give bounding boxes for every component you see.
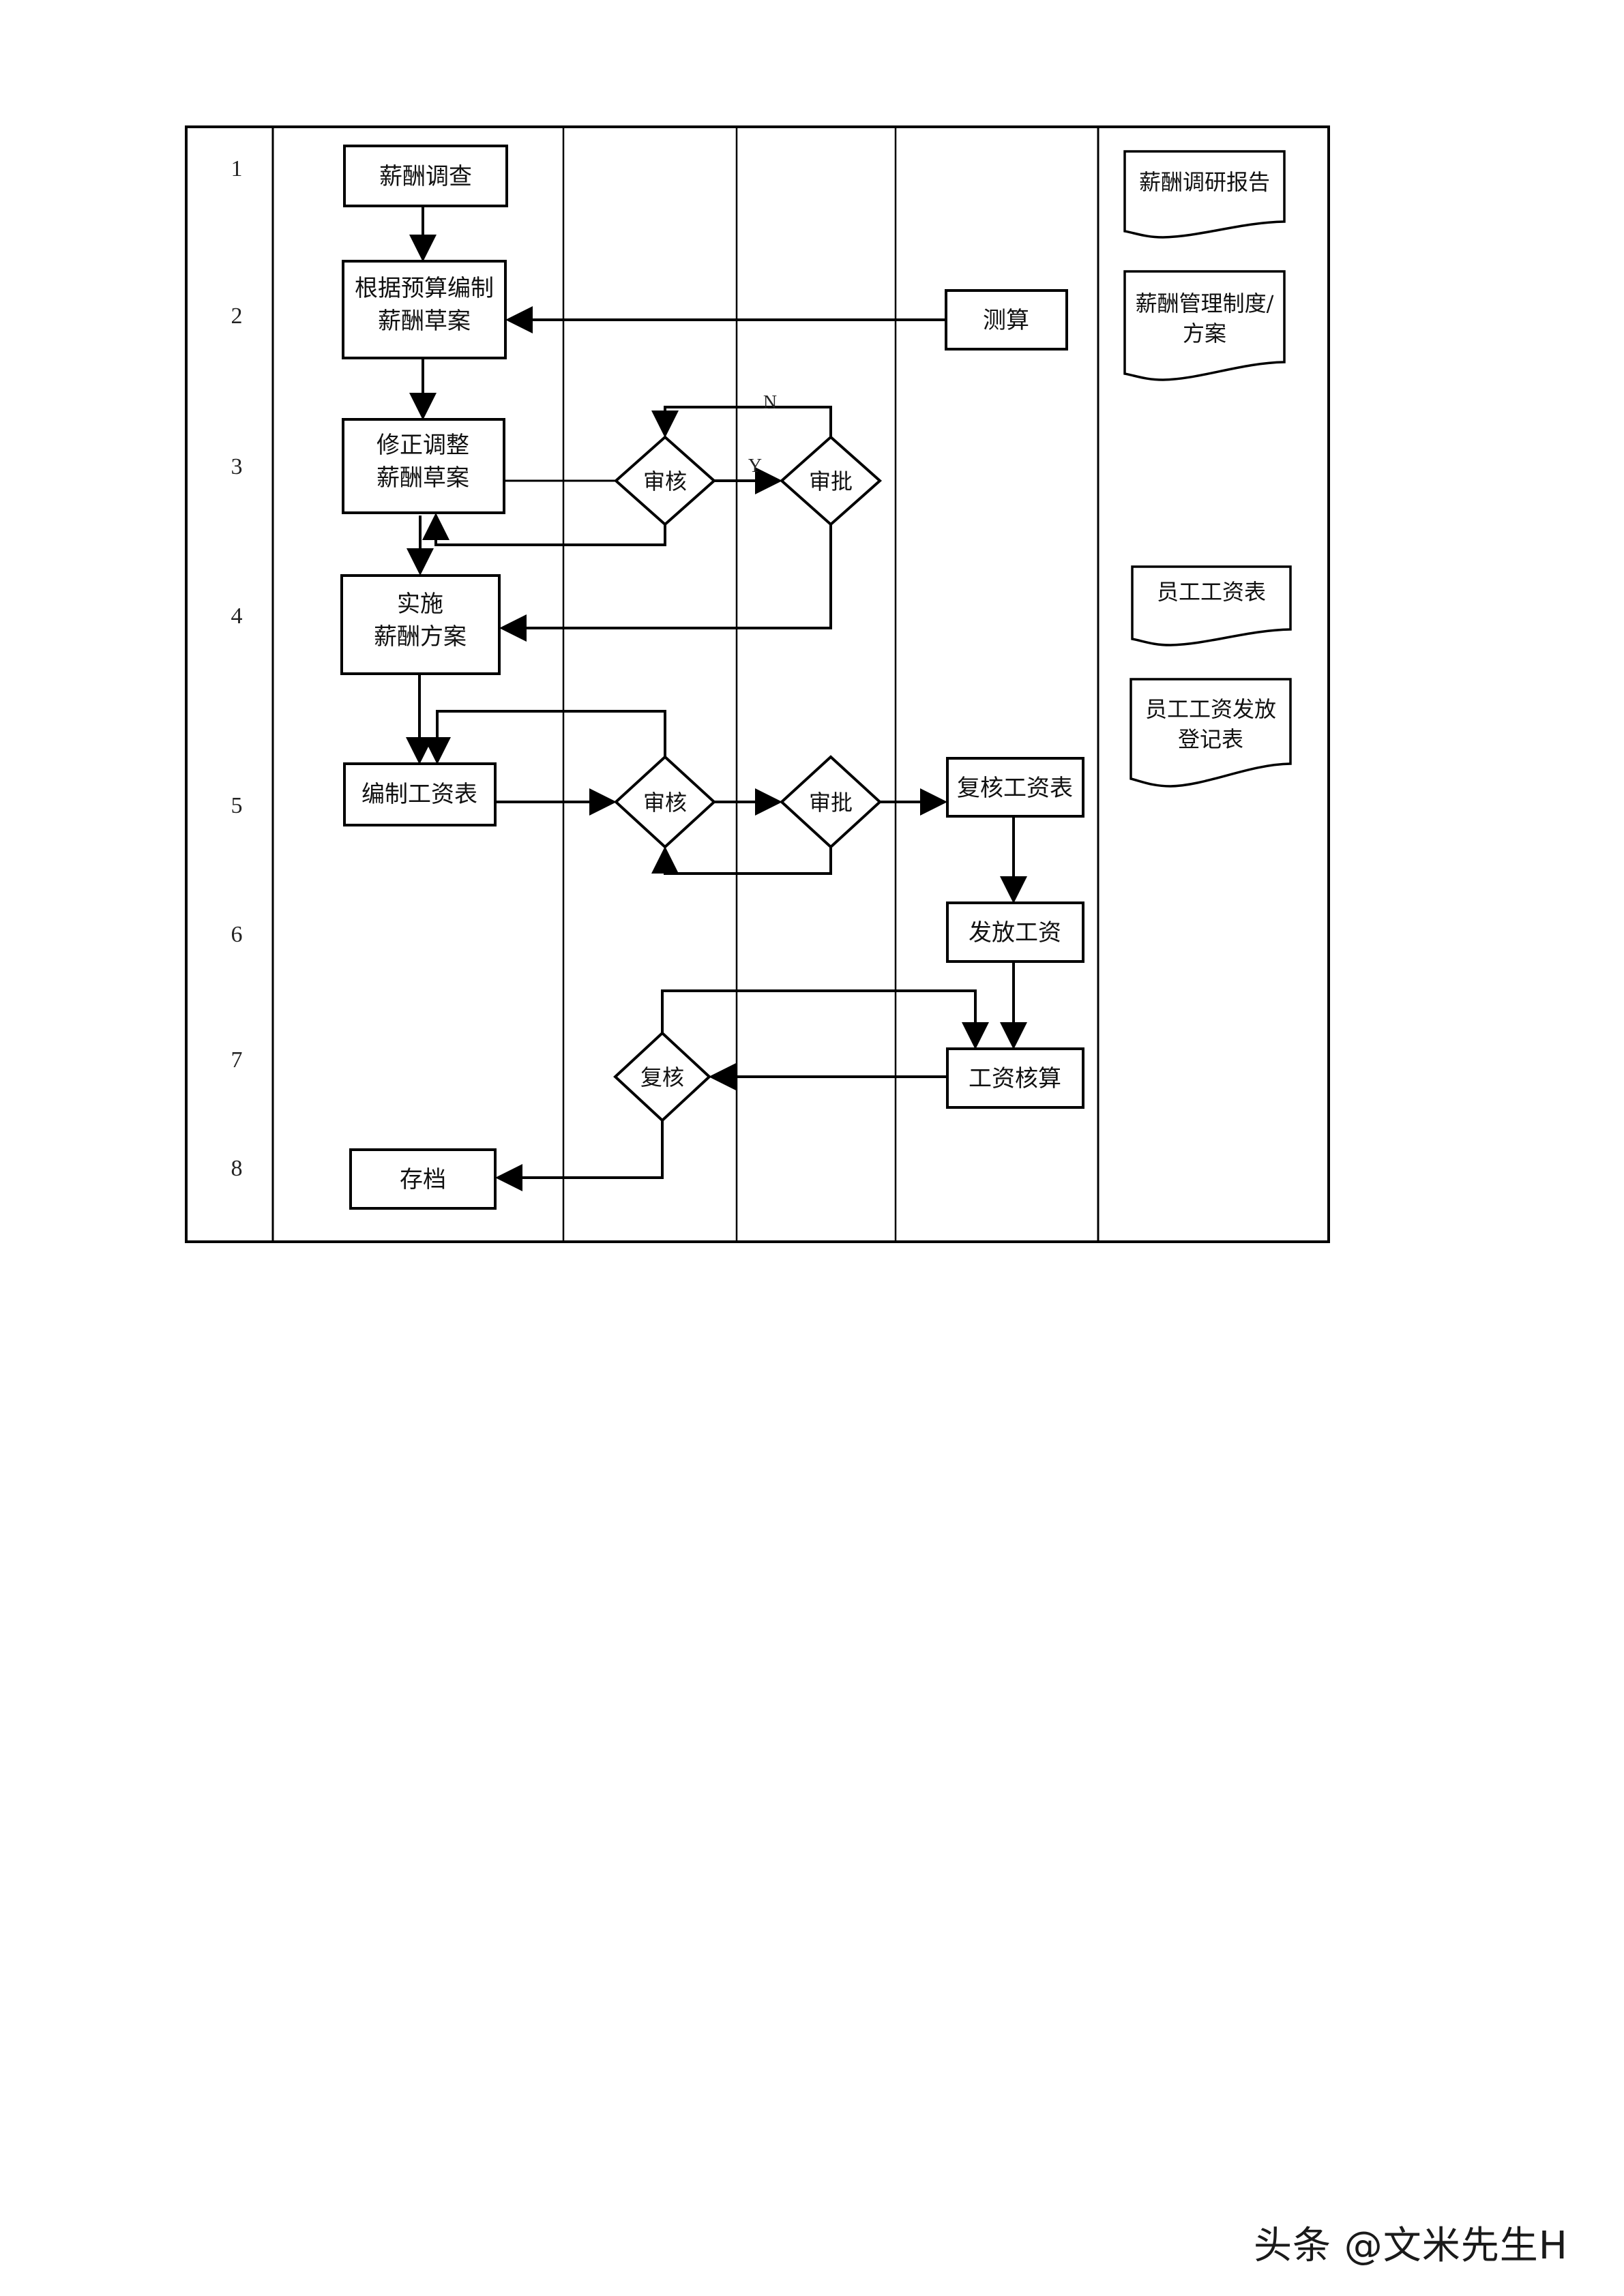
doc-label: 方案: [1183, 320, 1226, 346]
edge-recheck-loop: [661, 989, 989, 1049]
row-numbers: 1 2 3 4 5 6 7 8: [231, 156, 243, 1181]
node-draft-by-budget[interactable]: 根据预算编制 薪酬草案: [342, 260, 507, 359]
edge-review2-loop-top: [424, 710, 666, 764]
node-label: 复核工资表: [957, 775, 1073, 802]
row-number: 3: [231, 454, 243, 479]
node-calculation[interactable]: 测算: [945, 289, 1068, 351]
node-label: 实施: [397, 591, 443, 618]
node-label: 薪酬调查: [379, 163, 472, 190]
node-label: 薪酬草案: [377, 464, 469, 492]
edge-approve-no-loop: [651, 406, 832, 438]
decision-label: 审核: [643, 790, 687, 816]
decision-review-2[interactable]: 审核: [614, 755, 716, 849]
decision-label: 审核: [643, 468, 687, 494]
node-salary-accounting[interactable]: 工资核算: [946, 1047, 1084, 1109]
edge-approve2-return: [651, 846, 832, 875]
label-no: N: [763, 392, 777, 413]
row-number: 5: [231, 793, 243, 818]
connectors: [406, 206, 1027, 1191]
doc-label: 登记表: [1178, 726, 1243, 752]
table-border: [185, 125, 1330, 1243]
node-label: 薪酬方案: [374, 623, 467, 651]
row-number: 2: [231, 303, 243, 329]
edge-approve-to-implement: [499, 524, 832, 642]
decision-review-1[interactable]: 审核: [613, 435, 717, 526]
node-label: 编制工资表: [361, 781, 477, 808]
decision-nodes: 审核 审批 审核 审批 复核: [613, 435, 883, 1122]
decision-label: 复核: [640, 1064, 684, 1090]
watermark: 头条 @文米先生H: [1254, 2224, 1568, 2268]
decision-label: 审批: [809, 468, 853, 494]
node-label: 存档: [400, 1166, 446, 1193]
row-number: 6: [231, 922, 243, 947]
label-yes: Y: [748, 456, 762, 477]
swimlane-table: [185, 125, 1330, 1243]
node-salary-survey[interactable]: 薪酬调查: [343, 145, 508, 207]
decision-recheck[interactable]: 复核: [613, 1031, 711, 1122]
doc-payroll-sheet[interactable]: 员工工资表: [1131, 565, 1292, 646]
node-recheck-payroll[interactable]: 复核工资表: [946, 757, 1084, 818]
edge-review-return: [422, 513, 666, 546]
node-label: 测算: [983, 307, 1029, 334]
decision-approve-1[interactable]: 审批: [779, 435, 883, 526]
decision-approve-2[interactable]: 审批: [780, 755, 882, 849]
doc-payment-register[interactable]: 员工工资发放 登记表: [1130, 678, 1292, 788]
row-number: 7: [231, 1047, 243, 1073]
node-implement[interactable]: 实施 薪酬方案: [340, 574, 501, 675]
node-label: 发放工资: [969, 919, 1061, 946]
row-number: 8: [231, 1156, 243, 1181]
doc-label: 员工工资发放: [1145, 696, 1276, 722]
node-label: 根据预算编制: [355, 275, 494, 302]
node-archive[interactable]: 存档: [349, 1148, 497, 1210]
branch-labels: N Y: [748, 392, 777, 477]
decision-label: 审批: [809, 790, 853, 816]
edge-recheck-to-archive: [495, 1120, 664, 1191]
doc-label: 薪酬管理制度/: [1136, 290, 1274, 316]
row-number: 1: [231, 156, 243, 181]
doc-survey-report[interactable]: 薪酬调研报告: [1123, 150, 1286, 239]
doc-label: 员工工资表: [1157, 579, 1266, 605]
node-label: 薪酬草案: [378, 308, 471, 335]
node-pay-salary[interactable]: 发放工资: [946, 901, 1084, 963]
node-label: 工资核算: [969, 1065, 1061, 1092]
doc-policy[interactable]: 薪酬管理制度/ 方案: [1123, 270, 1286, 381]
documents: 薪酬调研报告 薪酬管理制度/ 方案 员工工资表 员工工资发放 登记表: [1123, 150, 1292, 788]
node-label: 修正调整: [377, 432, 469, 459]
node-prepare-payroll[interactable]: 编制工资表: [343, 762, 497, 826]
node-revise-draft[interactable]: 修正调整 薪酬草案: [342, 418, 505, 514]
doc-label: 薪酬调研报告: [1139, 169, 1270, 195]
row-number: 4: [231, 603, 243, 629]
process-nodes: 薪酬调查 根据预算编制 薪酬草案 测算 修正调整 薪酬草案 实施 薪酬方案 编制…: [340, 145, 1084, 1210]
